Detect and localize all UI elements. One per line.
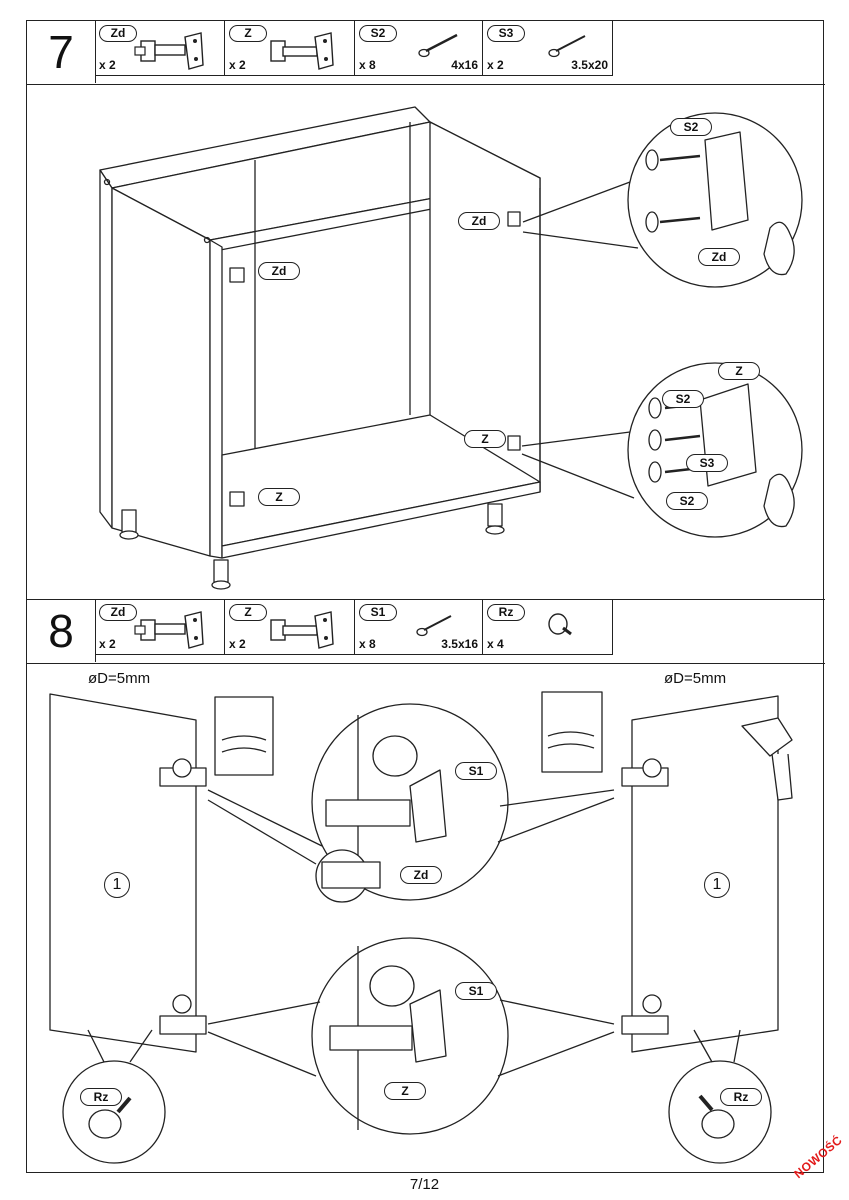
dimension-right: øD=5mm (664, 670, 727, 687)
panel-number-right: 1 (704, 872, 730, 898)
callout-zd-detail: Zd (400, 866, 442, 884)
step-8-part-z: Z x 2 (225, 600, 355, 655)
part-qty: x 8 (359, 58, 376, 72)
part-size: 4x16 (451, 58, 478, 72)
instruction-frame: 7 Zd x 2 Z x 2 S2 x 8 4 (26, 20, 825, 1173)
step-divider (27, 599, 825, 600)
step-7-header: 7 Zd x 2 Z x 2 S2 x 8 4 (27, 21, 825, 85)
callout-s1-bottom: S1 (455, 982, 497, 1000)
part-code: S1 (359, 604, 397, 621)
knob-icon (548, 613, 572, 636)
screw-icon (418, 33, 458, 58)
part-code: Zd (99, 604, 137, 621)
step-7-part-zd: Zd x 2 (95, 21, 225, 76)
part-qty: x 2 (487, 58, 504, 72)
callout-z-detail: Z (384, 1082, 426, 1100)
step-8-part-zd: Zd x 2 (95, 600, 225, 655)
callout-detail-s2-a: S2 (662, 390, 704, 408)
part-code: Z (229, 25, 267, 42)
step-8-header: 8 Zd x 2 Z x 2 S1 x 8 3 (27, 600, 825, 664)
callout-zd-left: Zd (258, 262, 300, 280)
screw-icon (548, 35, 586, 58)
hinge-icon (134, 611, 204, 649)
part-qty: x 2 (99, 58, 116, 72)
step-8-part-rz: Rz x 4 (483, 600, 613, 655)
callout-rz-right: Rz (720, 1088, 762, 1106)
panel-number-left: 1 (104, 872, 130, 898)
step-7-number: 7 (27, 21, 96, 83)
cabinet-drawing (99, 106, 541, 590)
part-qty: x 2 (99, 637, 116, 651)
part-code: S2 (359, 25, 397, 42)
step-7-part-z: Z x 2 (225, 21, 355, 76)
callout-detail-s2: S2 (670, 118, 712, 136)
step-8-number: 8 (27, 600, 96, 662)
callout-detail-zd: Zd (698, 248, 740, 266)
screw-icon (416, 615, 452, 637)
callout-detail-s3: S3 (686, 454, 728, 472)
callout-z-right: Z (464, 430, 506, 448)
part-qty: x 8 (359, 637, 376, 651)
part-code: Zd (99, 25, 137, 42)
part-code: Z (229, 604, 267, 621)
step-7-part-s3: S3 x 2 3.5x20 (483, 21, 613, 76)
part-qty: x 4 (487, 637, 504, 651)
part-size: 3.5x20 (571, 58, 608, 72)
callout-detail-s2-b: S2 (666, 492, 708, 510)
hinge-icon (134, 32, 204, 70)
step-7-part-s2: S2 x 8 4x16 (355, 21, 483, 76)
page-number: 7/12 (409, 1176, 440, 1193)
part-code: Rz (487, 604, 525, 621)
callout-rz-left: Rz (80, 1088, 122, 1106)
part-qty: x 2 (229, 58, 246, 72)
step-8-part-s1: S1 x 8 3.5x16 (355, 600, 483, 655)
callout-zd-right: Zd (458, 212, 500, 230)
part-qty: x 2 (229, 637, 246, 651)
part-code: S3 (487, 25, 525, 42)
dimension-left: øD=5mm (88, 670, 151, 687)
callout-z-left: Z (258, 488, 300, 506)
hinge-icon (270, 611, 334, 649)
callout-detail-z: Z (718, 362, 760, 380)
hinge-icon (270, 32, 334, 70)
part-size: 3.5x16 (441, 637, 478, 651)
callout-s1-top: S1 (455, 762, 497, 780)
